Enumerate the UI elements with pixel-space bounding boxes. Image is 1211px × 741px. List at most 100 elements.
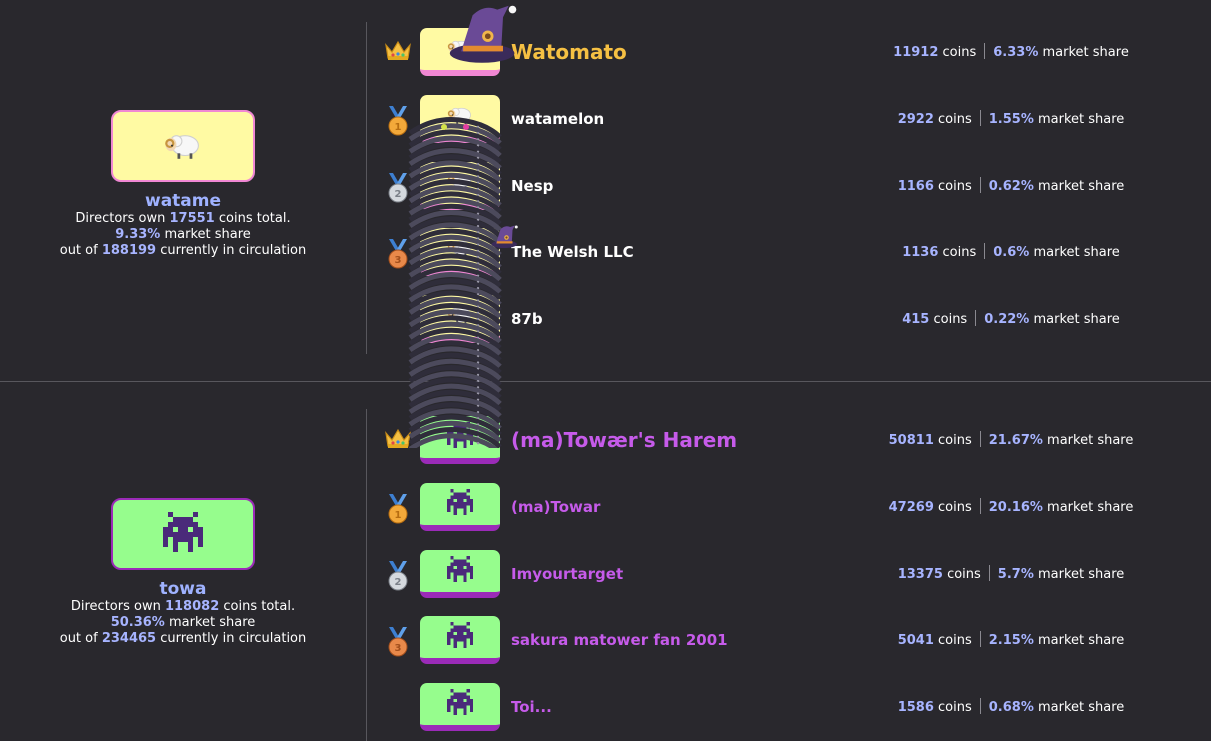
coins-label: coins [942,45,977,60]
pixel-invader-icon [447,555,473,586]
player-name[interactable]: watamelon [511,109,605,128]
market-share-value: 21.67% [988,433,1043,448]
pixel-invader-icon [163,512,203,556]
oshi-section-towa: towa Directors own 118082 coins total. 5… [0,382,1211,741]
column-divider [366,22,367,354]
market-share-label: market share [1047,433,1134,448]
market-share-label: market share [1042,45,1129,60]
svg-text:2: 2 [395,577,402,588]
coins-label: coins [938,178,972,194]
market-share-value: 2.15% [988,633,1034,649]
coins-count: 50811 [888,433,934,448]
player-avatar[interactable] [420,616,500,665]
market-share-label: market share [1038,633,1125,649]
stat-separator [988,564,990,581]
market-share-value: 20.16% [988,499,1043,515]
directors-own-line: Directors own 118082 coins total. [70,599,296,614]
stat-separator [979,176,981,193]
stat-separator [975,310,977,327]
coins-count: 47269 [888,499,934,515]
player-avatar[interactable] [420,161,500,210]
market-share-value: 0.22% [984,312,1030,328]
oshi-section-watame: watame Directors own 17551 coins total. … [59,20,1200,354]
player-avatar[interactable] [420,228,500,277]
coins-label: coins [938,499,972,515]
column-divider [366,409,367,741]
coins-count: 1586 [897,700,934,716]
section-divider [0,381,1211,382]
market-share-value: 5.7% [997,566,1034,582]
svg-text:3: 3 [395,255,402,266]
stat-separator [984,43,986,59]
player-name[interactable]: (ma)Towar [511,497,601,516]
oshi-badge[interactable] [111,110,255,182]
oshi-badge[interactable] [111,498,255,570]
sheep-icon [445,103,475,130]
stat-separator [979,431,981,447]
coins-count: 13375 [897,566,943,582]
crown-icon [384,426,414,458]
sheep-icon [445,236,475,263]
market-share-value: 0.68% [988,700,1034,716]
player-avatar[interactable] [420,683,500,732]
market-share-line: 50.36% market share [110,615,256,630]
coins-count: 1136 [902,245,939,261]
player-avatar[interactable] [420,28,500,76]
coins-label: coins [942,245,977,261]
oshi-name[interactable]: watame [144,191,222,211]
sheep-icon [445,169,475,196]
oshi-name[interactable]: towa [159,579,207,599]
medal-2-icon: 2 [384,560,414,592]
coins-label: coins [938,633,972,649]
svg-text:3: 3 [395,643,402,654]
player-name[interactable]: sakura matower fan 2001 [511,631,728,650]
player-avatar[interactable] [420,416,500,464]
stat-separator [979,631,981,648]
player-avatar[interactable] [420,482,500,531]
svg-text:1: 1 [395,122,402,133]
directors-own-line: Directors own 17551 coins total. [75,211,291,226]
player-avatar[interactable] [420,549,500,598]
market-share-line: 9.33% market share [115,227,251,242]
medal-3-icon: 3 [384,238,414,270]
player-name[interactable]: The Welsh LLC [511,243,634,262]
market-share-label: market share [1033,245,1120,261]
player-name[interactable]: 87b [511,310,543,329]
circulation-line: out of 234465 currently in circulation [59,631,307,646]
player-name[interactable]: (ma)Towær's Harem [511,428,738,452]
medal-3-icon: 3 [384,626,414,658]
player-avatar[interactable] [420,295,500,344]
player-name[interactable]: Nesp [511,176,554,195]
circulation-line: out of 188199 currently in circulation [59,243,307,258]
pixel-invader-icon [447,422,473,452]
svg-text:2: 2 [395,189,402,200]
stat-separator [984,243,986,260]
coins-label: coins [933,312,968,328]
player-avatar[interactable] [420,94,500,143]
player-name[interactable]: Imyourtarget [511,564,624,583]
medal-1-icon: 1 [384,493,414,525]
market-share-label: market share [1033,312,1120,328]
coins-label: coins [938,111,972,127]
sheep-icon [445,36,475,63]
player-name[interactable]: Watomato [511,40,627,64]
pixel-invader-icon [447,622,473,652]
player-name[interactable]: Toi... [511,698,552,717]
